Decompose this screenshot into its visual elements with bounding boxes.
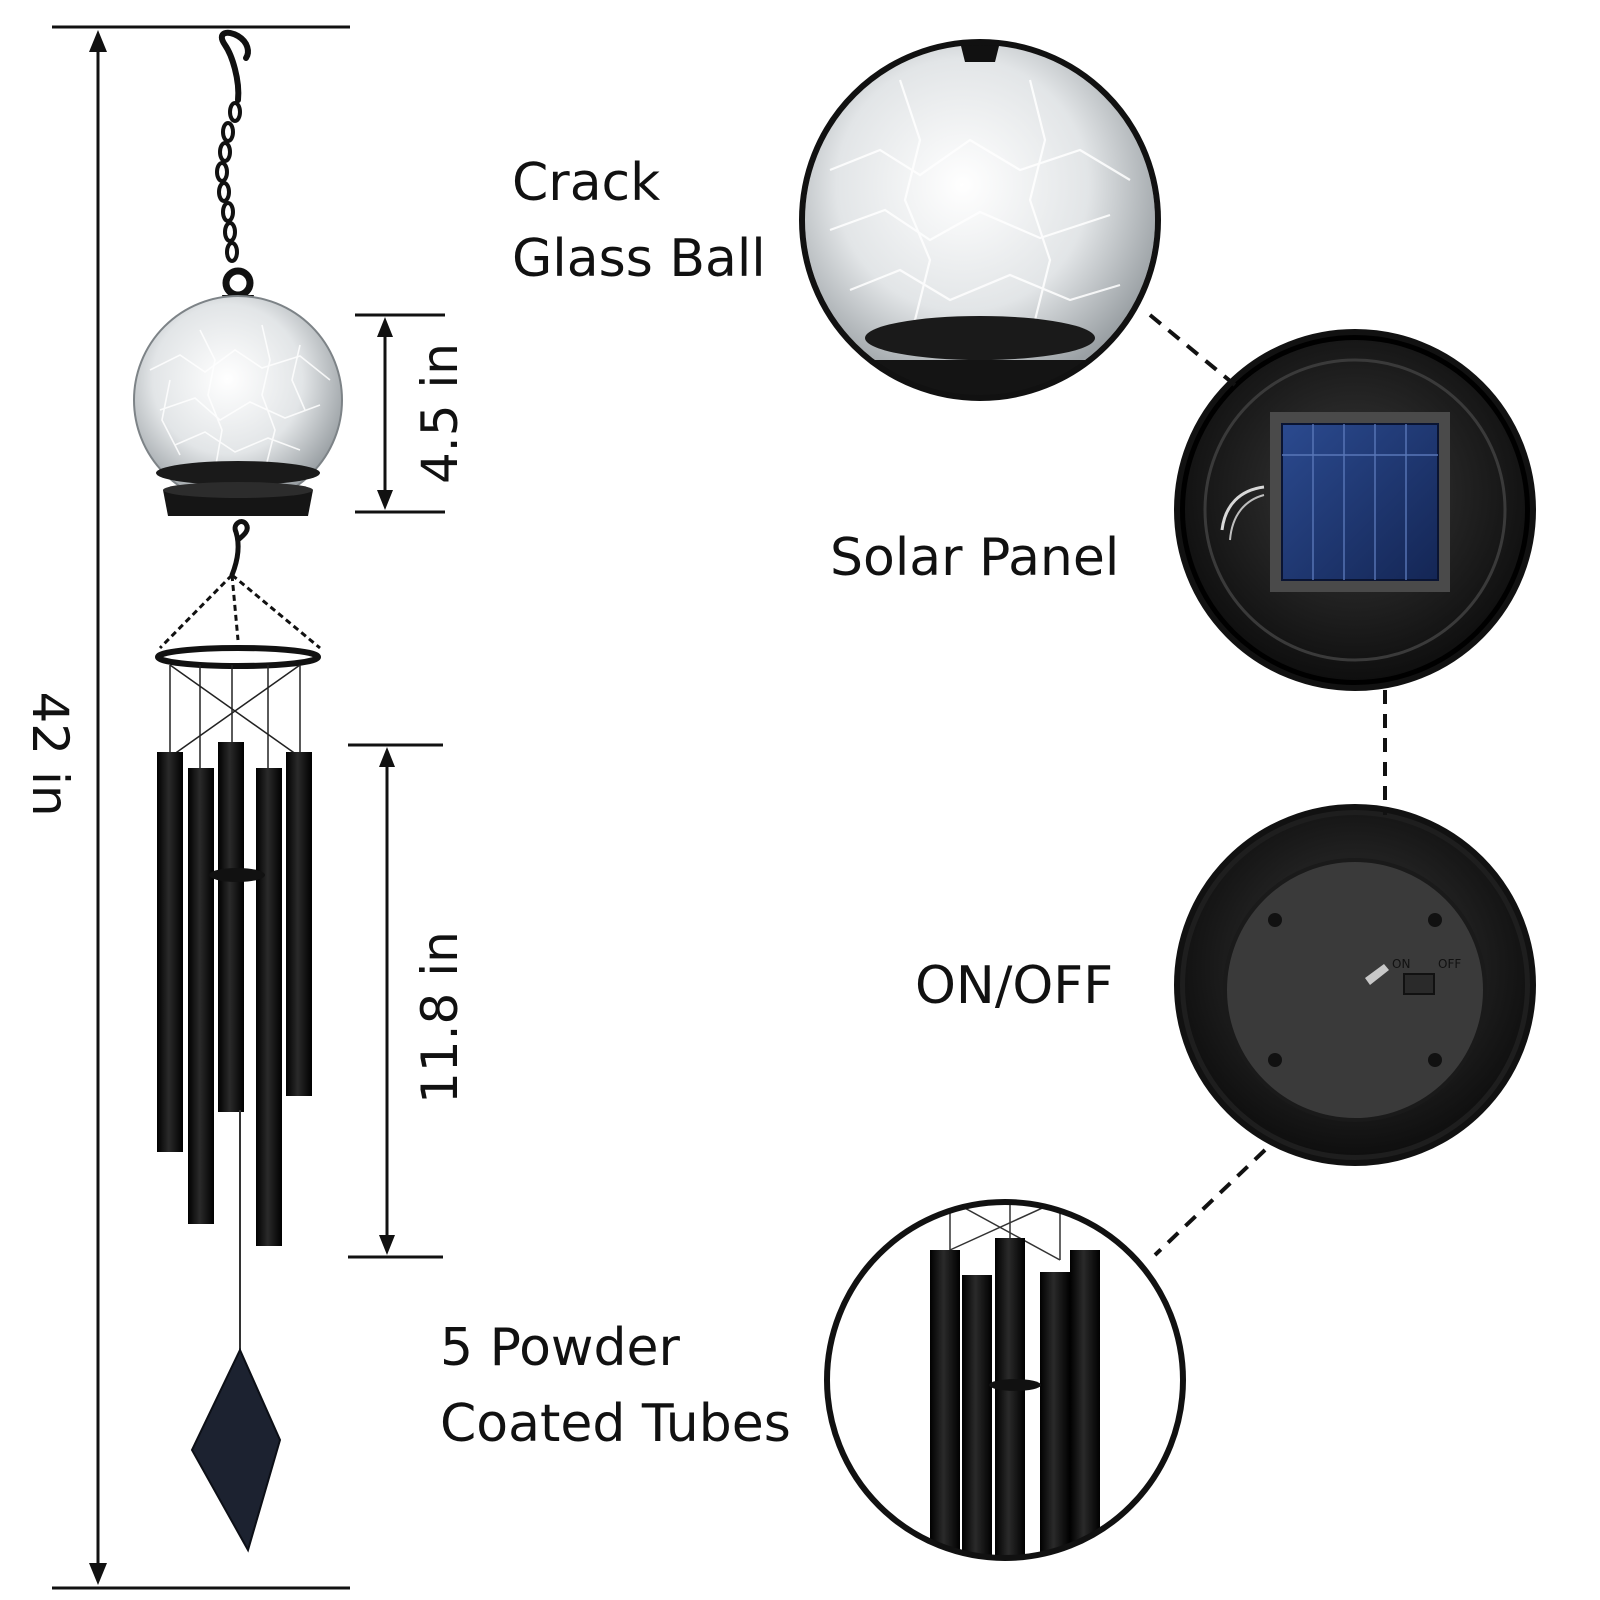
switch-detail: ON OFF	[1174, 804, 1536, 1166]
tube-length-dimension	[348, 743, 443, 1259]
tubes-label: 5 Powder Coated Tubes	[440, 1310, 791, 1462]
switch-label-text: ON/OFF	[915, 956, 1114, 1016]
tube-length-label: 11.8 in	[411, 931, 469, 1104]
glass-ball-label-line1: Crack	[512, 153, 661, 213]
switch-on-marking: ON	[1392, 957, 1410, 971]
glass-ball-label-line2: Glass Ball	[512, 229, 766, 289]
tubes-detail	[824, 1199, 1186, 1561]
total-height-dimension	[52, 25, 350, 1590]
solar-panel-label-text: Solar Panel	[830, 528, 1120, 588]
switch-off-marking: OFF	[1438, 957, 1461, 971]
callout-connectors	[1148, 313, 1387, 1257]
solar-panel-detail	[1174, 329, 1536, 691]
ball-height-label: 4.5 in	[411, 343, 469, 484]
wind-chime-product	[133, 29, 343, 1553]
switch-label: ON/OFF	[915, 948, 1113, 1024]
solar-panel-label: Solar Panel	[830, 520, 1119, 596]
tubes-label-line1: 5 Powder	[440, 1318, 680, 1378]
tubes-label-line2: Coated Tubes	[440, 1394, 791, 1454]
glass-ball-detail	[799, 39, 1161, 401]
ball-height-dimension	[355, 313, 445, 514]
glass-ball-label: Crack Glass Ball	[512, 145, 766, 297]
total-height-label: 42 in	[21, 691, 79, 817]
